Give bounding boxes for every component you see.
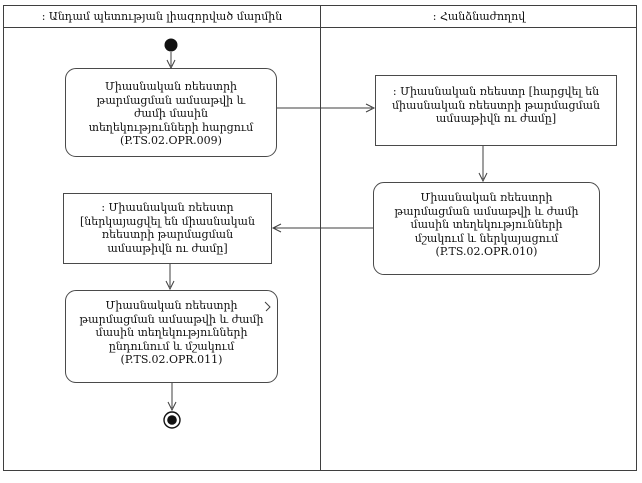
object-node-registry-requested: : Միասնական ռեեստր [հարցվել են միասնական…	[375, 75, 617, 146]
activity-node-label: Միասնական ռեեստրի թարմացման ամսաթվի և ժա…	[79, 299, 264, 366]
swimlane-title: : Անդամ պետության լիազորված մարմին	[41, 9, 283, 23]
object-node-registry-presented: : Միասնական ռեեստր [ներկայացվել են միասն…	[63, 193, 272, 264]
activity-node-label: Միասնական ռեեստրի թարմացման ամսաթվի և ժա…	[394, 191, 579, 258]
activity-node-receive-process: Միասնական ռեեստրի թարմացման ամսաթվի և ժա…	[65, 290, 278, 383]
object-node-label: : Միասնական ռեեստր [հարցվել են միասնական…	[391, 85, 601, 125]
activity-node-request-info: Միասնական ռեեստրի թարմացման ամսաթվի և ժա…	[65, 68, 277, 157]
activity-node-label: Միասնական ռեեստրի թարմացման ամսաթվի և ժա…	[88, 80, 254, 147]
swimlane-header-authorized-body: : Անդամ պետության լիազորված մարմին	[4, 5, 320, 28]
swimlane-title: : Հանձնաժողով	[432, 9, 526, 23]
swimlane-header-commission: : Հանձնաժողով	[321, 5, 637, 28]
swimlane-divider	[320, 5, 321, 471]
activity-node-process-present: Միասնական ռեեստրի թարմացման ամսաթվի և ժա…	[373, 182, 600, 275]
object-node-label: : Միասնական ռեեստր [ներկայացվել են միասն…	[80, 201, 255, 255]
